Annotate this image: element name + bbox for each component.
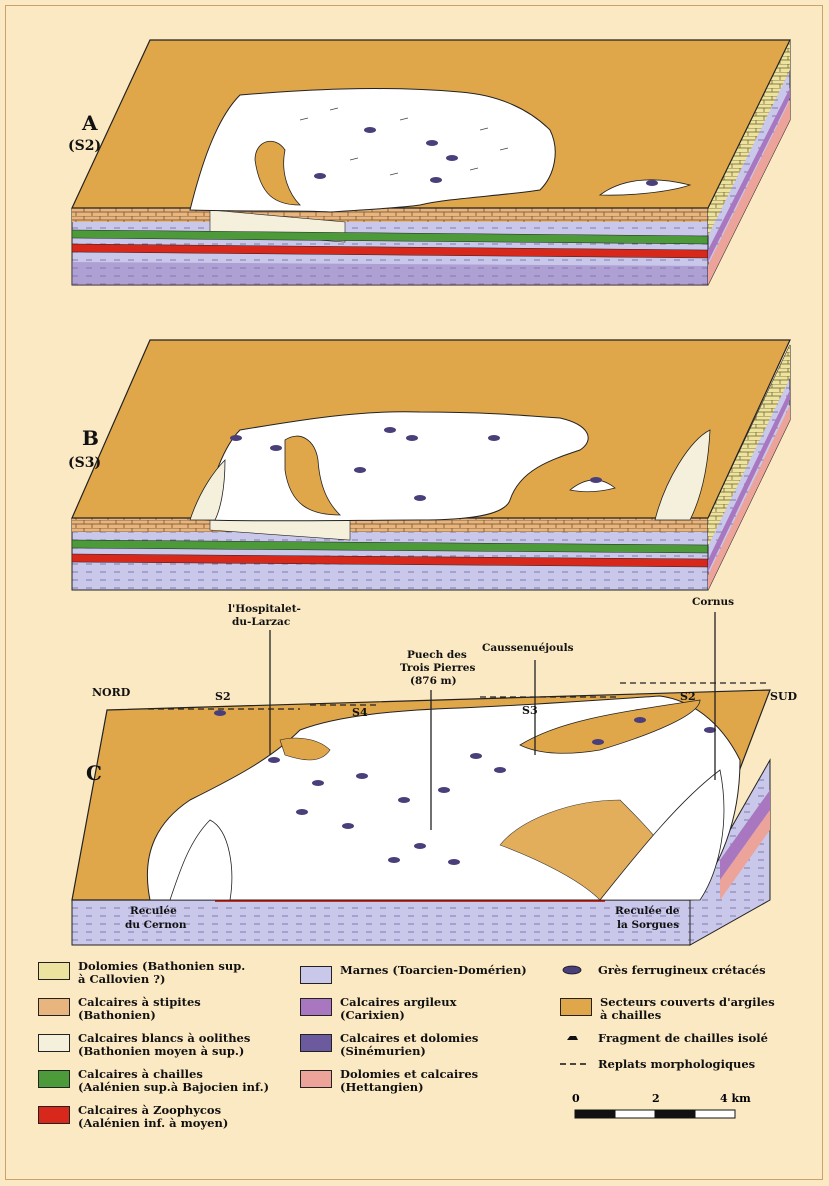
scale-bar: 0 2 4 km (570, 1090, 790, 1130)
legend-item-calcaires-zoophycos: Calcaires à Zoophycos(Aalénien inf. à mo… (38, 1104, 228, 1130)
legend-swatch (300, 1034, 332, 1052)
label-hospitalet-1: l'Hospitalet- (228, 603, 301, 615)
legend-swatch (38, 998, 70, 1016)
legend-item-gres-ferrugineux: Grès ferrugineux crétacés (560, 964, 766, 980)
scale-mid: 2 (652, 1092, 660, 1105)
block-b (72, 340, 790, 590)
legend-swatch (38, 1070, 70, 1088)
block-b-stage: (S3) (68, 455, 101, 471)
label-s3: S3 (522, 704, 538, 717)
label-sud: SUD (770, 690, 798, 703)
scale-zero: 0 (572, 1092, 580, 1105)
label-reculee-cernon-1: Reculée (130, 905, 177, 917)
label-reculee-sorgues-1: Reculée de (615, 905, 680, 917)
scale-end: 4 km (720, 1092, 751, 1105)
label-causse: Caussenuéjouls (482, 642, 574, 654)
label-hospitalet-2: du-Larzac (232, 616, 290, 628)
label-pouech-3: (876 m) (410, 675, 457, 687)
legend-item-fragment-chailles: Fragment de chailles isolé (560, 1032, 768, 1048)
ferrugineux-icon (560, 964, 590, 980)
legend-item-calcaires-chailles: Calcaires à chailles(Aalénien sup.à Bajo… (38, 1068, 269, 1094)
legend-item-dolomies-hettangien: Dolomies et calcaires(Hettangien) (300, 1068, 478, 1094)
legend: Dolomies (Bathonien sup.à Callovien ?) C… (30, 960, 810, 1175)
block-a-front-stipites (72, 208, 708, 222)
label-pouech-1: Puech des (407, 649, 467, 661)
dashed-line-icon (560, 1058, 590, 1074)
label-reculee-sorgues-2: la Sorgues (617, 919, 679, 931)
fragment-icon (560, 1032, 590, 1048)
label-s2-right: S2 (680, 690, 696, 703)
block-c-letter: C (86, 761, 102, 785)
legend-item-calcaires-dolomies: Calcaires et dolomies(Sinémurien) (300, 1032, 478, 1058)
legend-item-marnes: Marnes (Toarcien-Domérien) (300, 964, 527, 984)
label-cornus: Cornus (692, 596, 734, 608)
label-s2-left: S2 (215, 690, 231, 703)
legend-swatch (560, 998, 592, 1016)
label-reculee-cernon-2: du Cernon (125, 919, 187, 931)
block-a-valley (190, 89, 555, 212)
legend-swatch (300, 1070, 332, 1088)
legend-item-calcaires-stipites: Calcaires à stipites(Bathonien) (38, 996, 201, 1022)
block-a-stage: (S2) (68, 138, 101, 154)
label-s4: S4 (352, 706, 368, 719)
legend-item-replats: Replats morphologiques (560, 1058, 755, 1074)
legend-item-dolomies-bathonien: Dolomies (Bathonien sup.à Callovien ?) (38, 960, 245, 986)
legend-item-calcaires-argileux: Calcaires argileux(Carixien) (300, 996, 456, 1022)
legend-item-calcaires-blancs: Calcaires blancs à oolithes(Bathonien mo… (38, 1032, 250, 1058)
legend-swatch (300, 966, 332, 984)
label-pouech-2: Trois Pierres (400, 662, 475, 674)
block-b-letter: B (82, 426, 99, 450)
legend-swatch (300, 998, 332, 1016)
label-nord: NORD (92, 686, 131, 699)
legend-swatch (38, 962, 70, 980)
block-a-letter: A (81, 111, 98, 135)
legend-swatch (38, 1106, 70, 1124)
legend-swatch (38, 1034, 70, 1052)
block-a (72, 40, 790, 285)
